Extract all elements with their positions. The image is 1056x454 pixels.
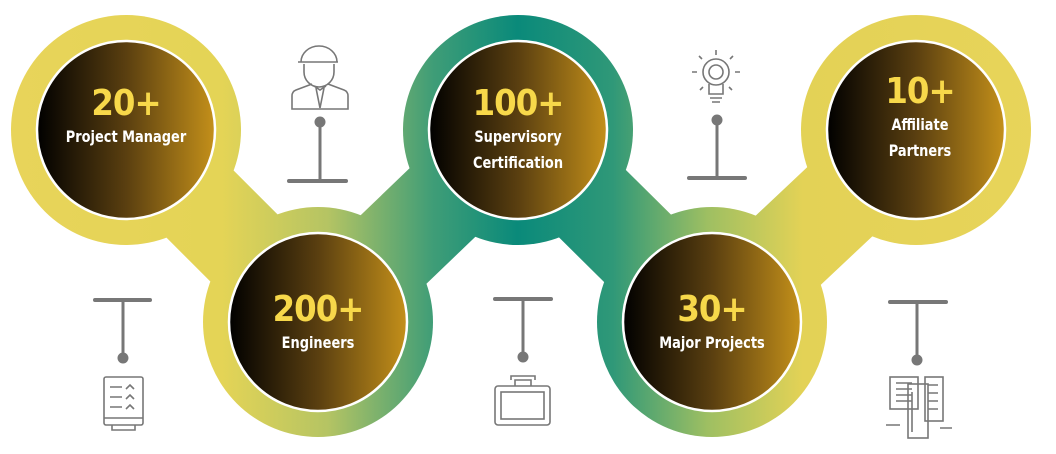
stat-supervisory-certification: 100+ Supervisory Certification (430, 84, 606, 176)
pendant-monitor (493, 297, 553, 363)
pendant-lightbulb (687, 114, 747, 180)
stat-project-manager: 20+ Project Manager (38, 84, 214, 150)
stat-value: 10+ (885, 71, 955, 112)
stat-label: Project Manager (65, 127, 187, 146)
stat-label-line-1: Affiliate (891, 115, 949, 134)
stat-label: Major Projects (659, 333, 765, 352)
buildings-icon (886, 376, 952, 439)
pendant-buildings (888, 300, 948, 366)
stat-label: Engineers (281, 333, 355, 352)
pendant-checklist (93, 298, 152, 364)
inner-circles (35, 39, 1007, 413)
stat-value: 200+ (272, 289, 365, 330)
stat-label-line-2: Partners (888, 141, 952, 160)
stat-value: 20+ (91, 83, 161, 124)
monitor-icon (494, 375, 551, 426)
stat-value: 100+ (472, 83, 565, 124)
checklist-icon (103, 376, 144, 431)
engineer-icon (291, 45, 349, 110)
stat-major-projects: 30+ Major Projects (624, 290, 800, 356)
stat-affiliate-partners: 10+ Affiliate Partners (832, 72, 1008, 164)
stat-label-line-2: Certification (472, 153, 564, 172)
pendant-engineer (287, 116, 348, 183)
lightbulb-icon (692, 50, 740, 103)
stat-value: 30+ (677, 289, 747, 330)
stat-label-line-1: Supervisory (474, 127, 562, 146)
stat-engineers: 200+ Engineers (230, 290, 406, 356)
